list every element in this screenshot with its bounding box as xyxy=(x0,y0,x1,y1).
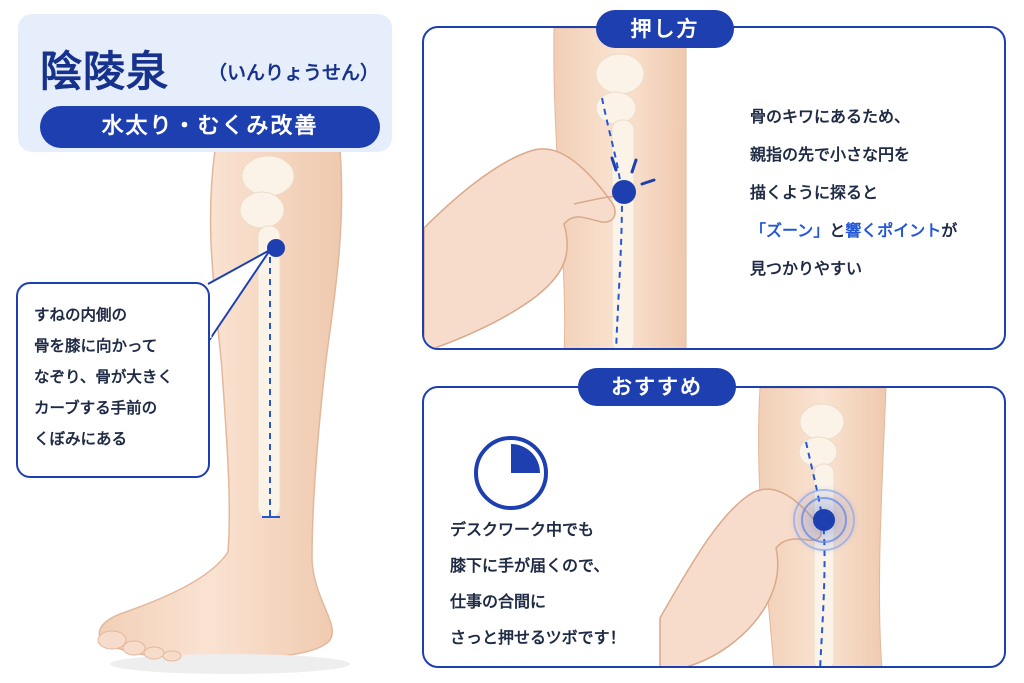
title-card: 陰陵泉 （いんりょうせん） 水太り・むくみ改善 xyxy=(18,14,392,152)
toe xyxy=(97,630,127,650)
recommend-line: さっと押せるツボです！ xyxy=(450,628,626,647)
toe xyxy=(162,650,182,662)
timer-icon xyxy=(474,436,548,510)
how-to-press-label: 押し方 xyxy=(596,10,734,48)
callout-line: 骨を膝に向かって xyxy=(34,337,158,355)
knee-bone xyxy=(595,91,637,125)
page-title: 陰陵泉 xyxy=(40,47,170,96)
press-line: 「ズーン」と響くポイントが xyxy=(750,212,1000,250)
press-line: 親指の先で小さな円を xyxy=(750,145,911,164)
leg-illustration xyxy=(97,149,350,674)
knee-bone xyxy=(239,191,285,229)
press-word: と xyxy=(829,221,846,240)
how-to-press-text: 骨のキワにあるため、 親指の先で小さな円を 描くように探ると 「ズーン」と響くポ… xyxy=(750,98,1000,288)
knee-bone xyxy=(799,403,845,441)
acupoint-marker xyxy=(813,509,835,531)
callout-line: くぼみにある xyxy=(34,430,128,448)
acupoint-marker xyxy=(612,180,636,204)
recommend-line: 膝下に手が届くので、 xyxy=(450,556,610,575)
knee-bone xyxy=(241,155,295,197)
how-to-press-panel: 骨のキワにあるため、 親指の先で小さな円を 描くように探ると 「ズーン」と響くポ… xyxy=(422,26,1006,350)
press-word: が xyxy=(941,221,958,240)
shin-bone xyxy=(611,119,635,348)
glow-ring xyxy=(793,489,855,551)
title-reading: （いんりょうせん） xyxy=(208,62,380,84)
callout-line: カーブする手前の xyxy=(34,399,158,417)
recommend-line: デスクワーク中でも xyxy=(450,520,595,539)
emphasis-mark xyxy=(630,158,638,174)
hand-shape xyxy=(424,148,616,348)
callout-tail xyxy=(206,250,271,343)
emphasis-mark xyxy=(610,156,618,172)
highlight-zuun: 「ズーン」 xyxy=(750,221,830,240)
glow-ring xyxy=(801,497,847,543)
recommendation-label: おすすめ xyxy=(578,368,736,406)
recommend-illustration xyxy=(659,388,887,666)
callout-line: すねの内側の xyxy=(34,306,128,324)
acupoint-marker xyxy=(267,239,285,257)
press-line: 描くように探ると xyxy=(750,183,879,202)
toe xyxy=(122,640,146,656)
highlight-hibiku: 響く xyxy=(845,221,878,240)
recommendation-panel: デスクワーク中でも 膝下に手が届くので、 仕事の合間に さっと押せるツボです！ xyxy=(422,386,1006,668)
callout-line: なぞり、骨が大きく xyxy=(34,368,173,386)
title-subtitle: 水太り・むくみ改善 xyxy=(40,106,380,148)
press-line: 見つかりやすい xyxy=(750,259,863,278)
press-line: 骨のキワにあるため、 xyxy=(750,107,911,126)
emphasis-mark xyxy=(640,178,656,186)
recommend-line: 仕事の合間に xyxy=(450,592,547,611)
knee-bone xyxy=(798,436,838,468)
press-illustration xyxy=(424,28,687,348)
toe xyxy=(143,646,165,660)
recommendation-text: デスクワーク中でも 膝下に手が届くので、 仕事の合間に さっと押せるツボです！ xyxy=(450,512,720,656)
highlight-point: ポイント xyxy=(877,221,942,240)
location-callout: すねの内側の 骨を膝に向かって なぞり、骨が大きく カーブする手前の くぼみにあ… xyxy=(16,282,210,478)
knee-bone xyxy=(595,53,645,95)
